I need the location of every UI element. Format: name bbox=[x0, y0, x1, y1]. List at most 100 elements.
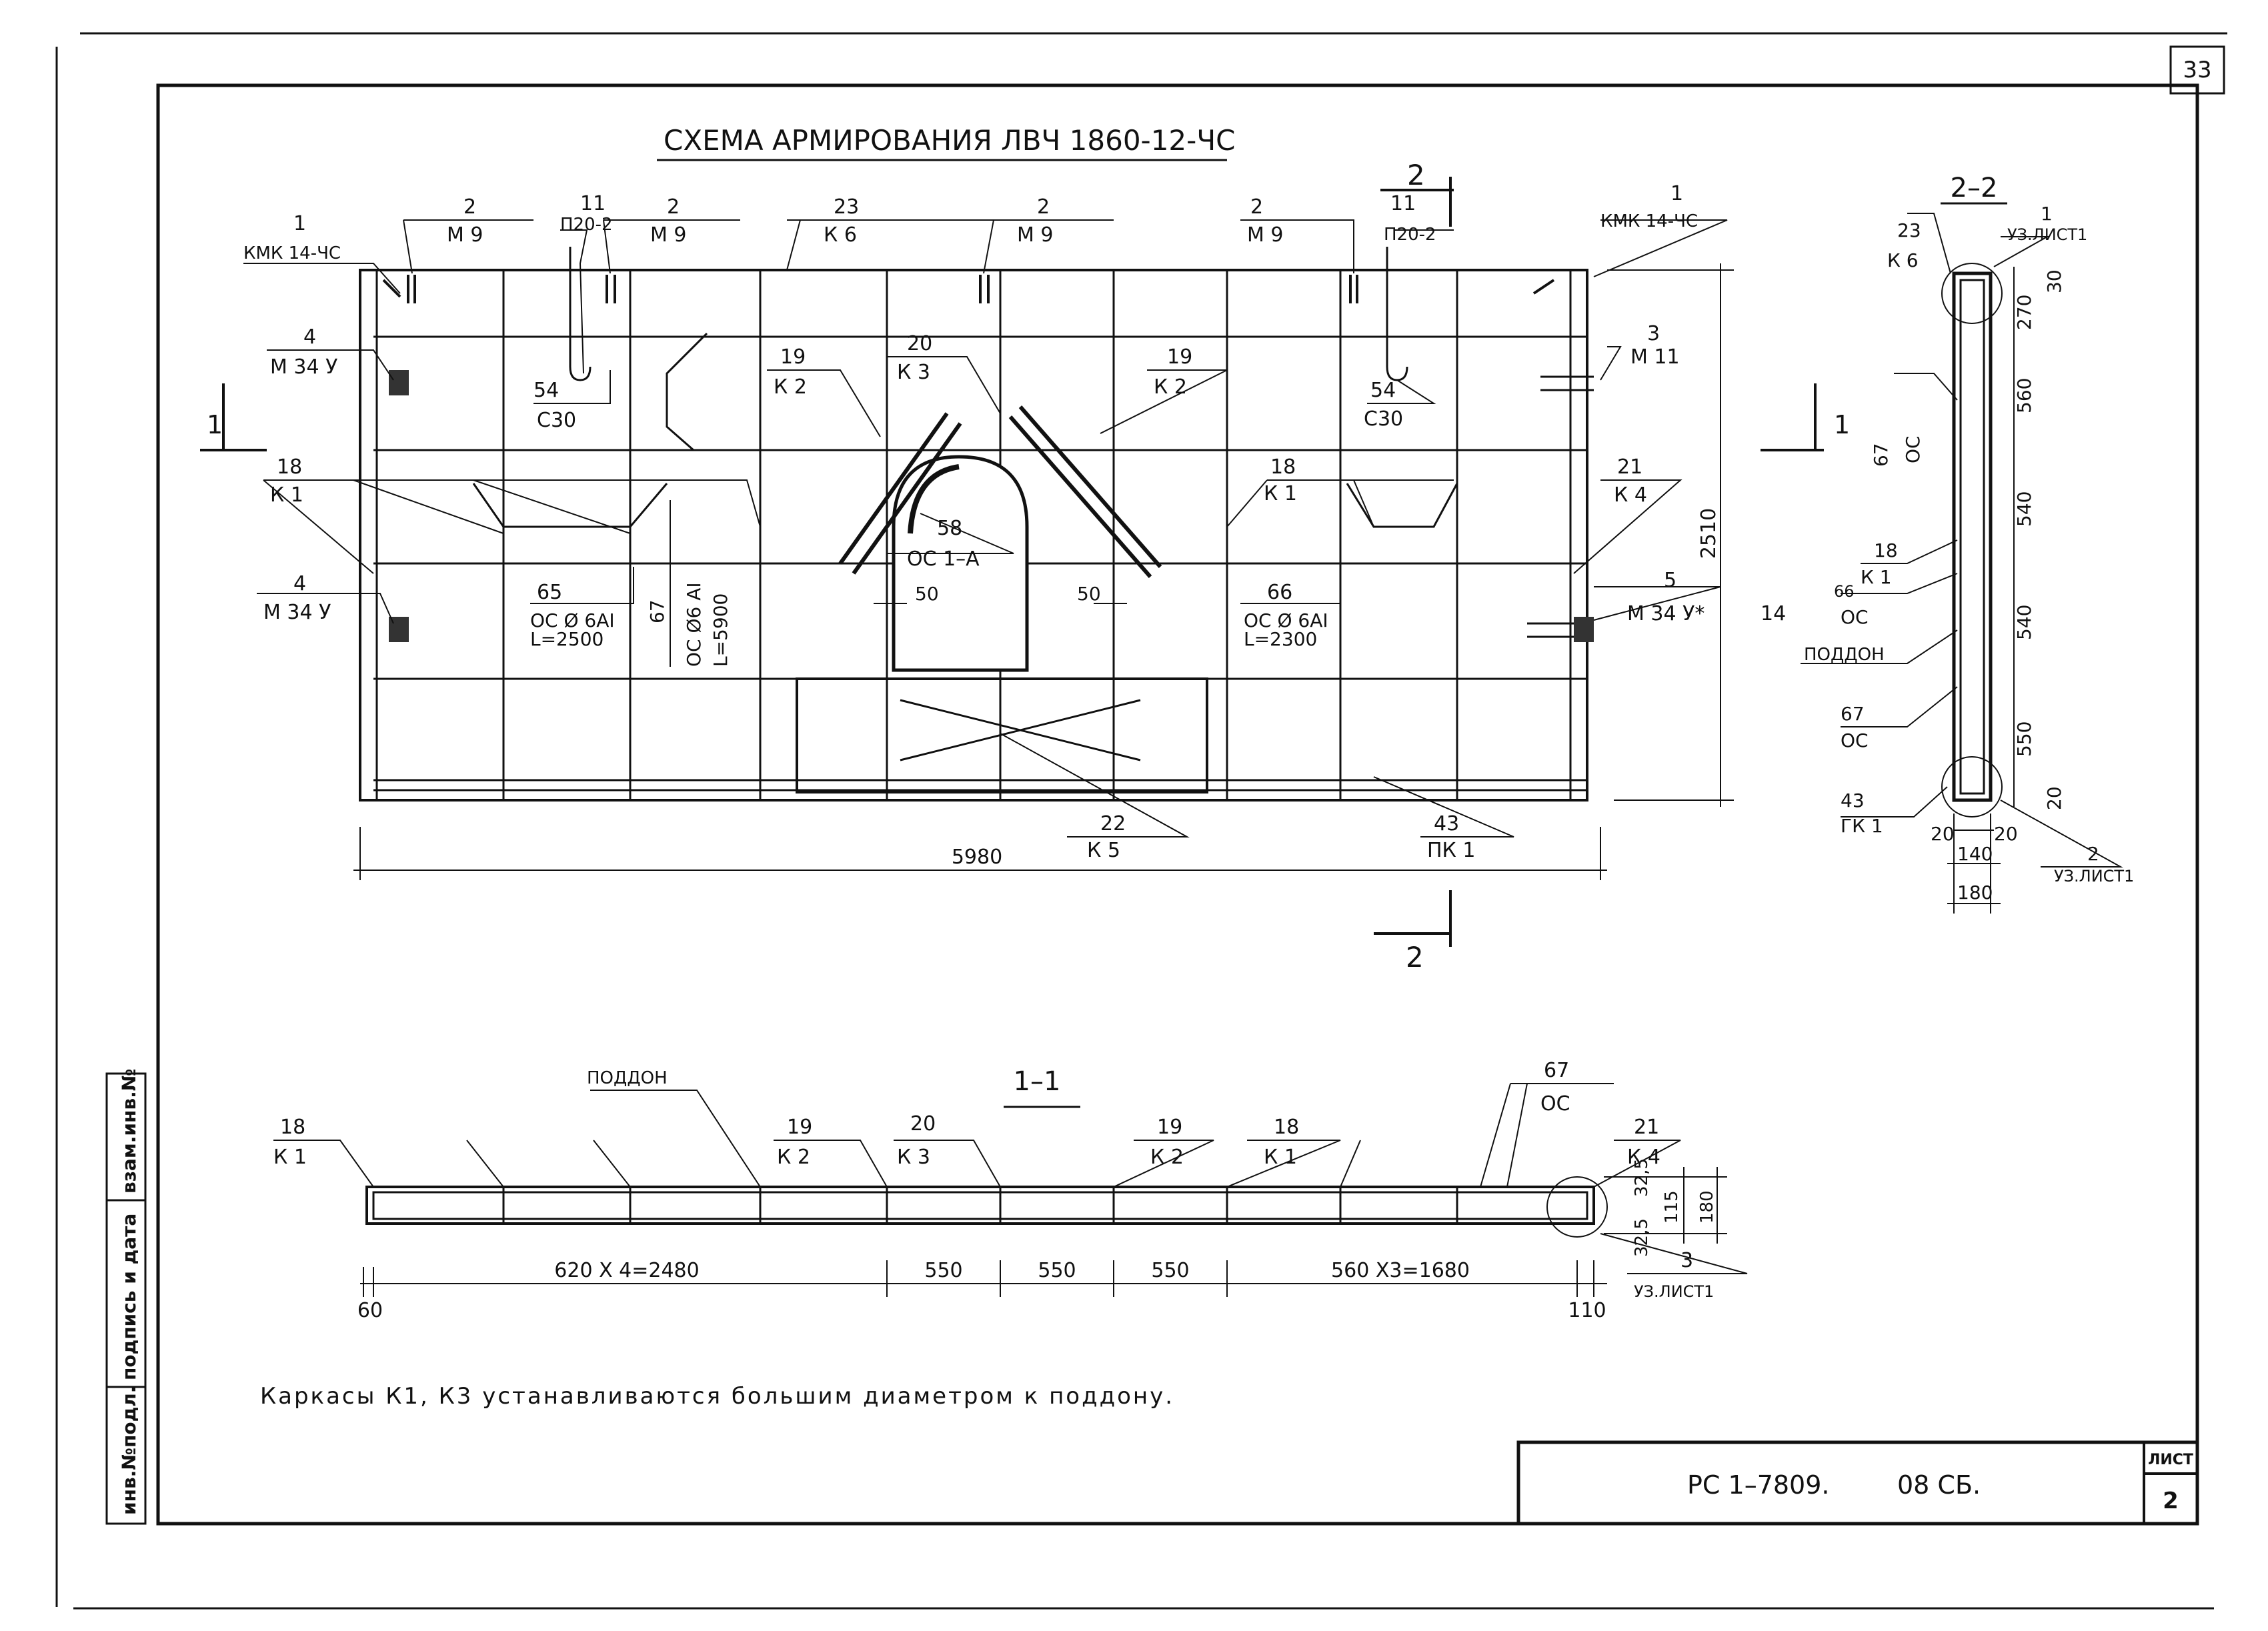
callout-num: 4 bbox=[303, 325, 316, 349]
callout-num: 1 bbox=[1670, 182, 1683, 205]
section-mark-1-left: 1 bbox=[207, 410, 223, 439]
bar66-line2: L=2300 bbox=[1244, 628, 1317, 650]
s22-bottom-dim: 20 bbox=[1994, 823, 2018, 845]
general-note: Каркасы К1, К3 устанавливаются большим д… bbox=[260, 1383, 1174, 1410]
s22-bottom-dim: 180 bbox=[1957, 882, 1993, 904]
callout-code: М 11 bbox=[1630, 345, 1680, 369]
callout-num: 2 bbox=[463, 195, 476, 219]
s11-left-end: 60 bbox=[357, 1299, 383, 1322]
s11-callout-num: 3 bbox=[1680, 1249, 1693, 1272]
front-dim-height: 2510 bbox=[1697, 508, 1721, 559]
callout-code: 14 bbox=[1761, 602, 1786, 625]
s22-callout-code: ОС bbox=[1902, 435, 1924, 463]
s11-dim: 550 bbox=[1151, 1259, 1189, 1282]
s11-callout-num: 20 bbox=[910, 1112, 936, 1136]
s22-callout-code: К 1 bbox=[1861, 566, 1892, 588]
s11-dim: 620 Х 4=2480 bbox=[554, 1259, 699, 1282]
callout-num: 18 bbox=[277, 455, 302, 479]
s22-callout-num: 1 bbox=[2041, 203, 2053, 225]
sheet-number: 33 bbox=[2183, 57, 2211, 83]
callout-code: С30 bbox=[537, 409, 576, 432]
title-block bbox=[1516, 1440, 2199, 1526]
callout-num: 19 bbox=[1167, 345, 1192, 369]
front-dimensions bbox=[353, 263, 1734, 880]
s22-dim: 30 bbox=[2043, 269, 2065, 293]
s11-callout-num: 18 bbox=[280, 1116, 305, 1139]
s22-callout-code: ОС bbox=[1841, 729, 1869, 751]
s22-dim: 550 bbox=[2013, 721, 2035, 757]
s22-callout-num: 67 bbox=[1870, 443, 1892, 467]
s11-dim: 560 Х3=1680 bbox=[1331, 1259, 1470, 1282]
stamp-sheet-label: ЛИСТ bbox=[2148, 1452, 2193, 1468]
bar65-line2: L=2500 bbox=[530, 628, 604, 650]
s11-callout-code: К 1 bbox=[1264, 1146, 1297, 1169]
callout-num: 58 bbox=[937, 517, 962, 540]
s11-hdim: 32,5 bbox=[1632, 1218, 1652, 1257]
callout-code: ПК 1 bbox=[1427, 839, 1475, 862]
s22-dim: 20 bbox=[2043, 786, 2065, 810]
bar66-num: 66 bbox=[1267, 581, 1292, 604]
s11-callout-code: К 1 bbox=[273, 1146, 307, 1169]
section-mark-2-top: 2 bbox=[1407, 159, 1425, 191]
callout-code: К 2 bbox=[774, 375, 807, 399]
callout-num: 20 bbox=[907, 332, 932, 355]
callout-code: К 6 bbox=[824, 223, 857, 247]
callout-num: 3 bbox=[1647, 322, 1660, 345]
section-mark-1-right: 1 bbox=[1834, 410, 1850, 439]
s11-callout-num: 21 bbox=[1634, 1116, 1659, 1139]
callout-code: М 9 bbox=[650, 223, 687, 247]
s11-callout-code: К 2 bbox=[1150, 1146, 1184, 1169]
s22-podon: ПОДДОН bbox=[1804, 645, 1885, 665]
callout-code: П20-2 bbox=[1384, 225, 1436, 245]
side-stamp-inv-repl: взам.инв.№ bbox=[118, 1069, 140, 1194]
callout-num: 11 bbox=[1390, 192, 1416, 215]
s11-podon: ПОДДОН bbox=[587, 1068, 668, 1088]
callout-num: 43 bbox=[1434, 812, 1459, 836]
s22-dim: 270 bbox=[2013, 295, 2035, 330]
s22-callout-code: К 6 bbox=[1887, 249, 1919, 271]
s22-callout-code: УЗ.ЛИСТ1 bbox=[2054, 867, 2134, 886]
callout-code: К 4 bbox=[1614, 483, 1647, 507]
callout-code: М 34 У bbox=[270, 355, 337, 379]
bar67-line1: ОС Ø6 АI bbox=[683, 582, 705, 667]
s22-callout-code: ОС bbox=[1841, 606, 1869, 628]
callout-code: М 9 bbox=[1017, 223, 1054, 247]
callout-code: К 5 bbox=[1087, 839, 1120, 862]
s22-dim: 540 bbox=[2013, 605, 2035, 640]
drawing-title: СХЕМА АРМИРОВАНИЯ ЛВЧ 1860-12-ЧС bbox=[664, 124, 1235, 157]
callout-num: 4 bbox=[293, 572, 306, 595]
opening-dim-left: 50 bbox=[915, 583, 939, 605]
s22-callout-num: 2 bbox=[2087, 843, 2099, 865]
section11-view bbox=[273, 1083, 1748, 1297]
s11-callout-num: 19 bbox=[1157, 1116, 1182, 1139]
bar66-line1: ОС Ø 6АI bbox=[1244, 609, 1328, 631]
callout-num: 54 bbox=[1370, 379, 1396, 402]
section-mark-2-bottom: 2 bbox=[1406, 941, 1424, 974]
s22-callout-num: 67 bbox=[1841, 703, 1865, 725]
section22-title: 2–2 bbox=[1951, 173, 1998, 203]
front-view-panel bbox=[359, 247, 1594, 801]
callout-num: 5 bbox=[1664, 569, 1676, 592]
s11-hdim: 180 bbox=[1697, 1190, 1717, 1224]
s11-hdim: 32,5 bbox=[1632, 1158, 1652, 1197]
front-dim-length: 5980 bbox=[952, 846, 1002, 869]
callout-num: 2 bbox=[1037, 195, 1050, 219]
bar67-line2: L=5900 bbox=[710, 593, 732, 667]
opening-dim-right: 50 bbox=[1077, 583, 1101, 605]
s22-bottom-dim: 20 bbox=[1931, 823, 1955, 845]
callout-code: С30 bbox=[1364, 407, 1403, 431]
s11-callout-code: ОС bbox=[1540, 1092, 1570, 1116]
callout-num: 19 bbox=[780, 345, 806, 369]
section22-view bbox=[1801, 213, 2123, 914]
callout-num: 2 bbox=[1250, 195, 1263, 219]
bar65-line1: ОС Ø 6АI bbox=[530, 609, 615, 631]
s22-callout-num: 23 bbox=[1897, 219, 1921, 241]
callout-num: 11 bbox=[580, 192, 606, 215]
s11-hdim: 115 bbox=[1662, 1190, 1682, 1224]
callout-num: 18 bbox=[1270, 455, 1296, 479]
callout-num: 21 bbox=[1617, 455, 1642, 479]
callout-code: ОС 1–А bbox=[907, 547, 980, 571]
callout-code: М 9 bbox=[447, 223, 483, 247]
callout-code: М 34 У bbox=[263, 601, 331, 624]
